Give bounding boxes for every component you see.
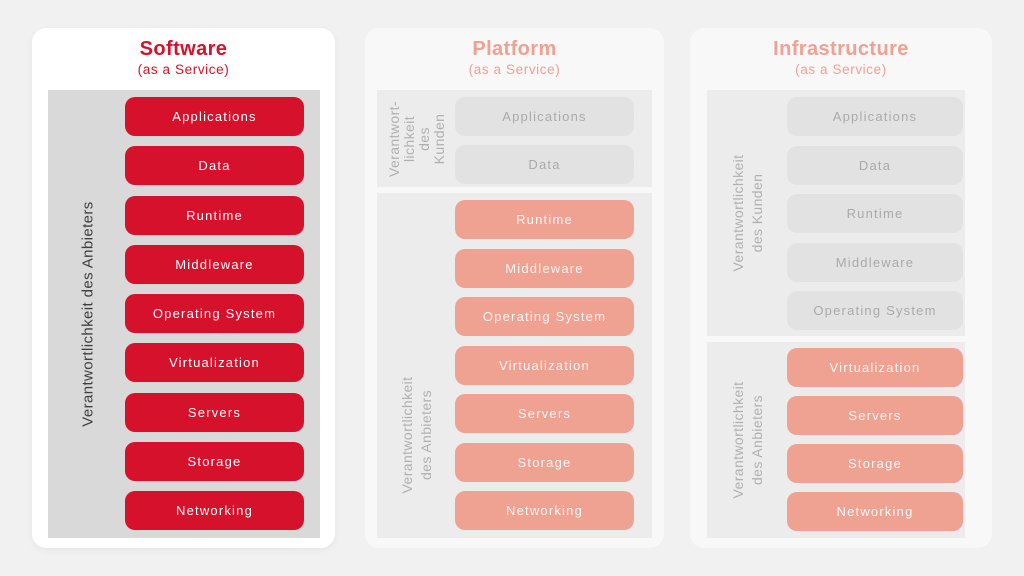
layer-chip: Networking: [455, 491, 634, 530]
layer-chip: Networking: [125, 491, 304, 530]
layer-chip: Virtualization: [455, 345, 634, 385]
layer-chip: Virtualization: [125, 343, 304, 383]
layer-chip: Networking: [787, 492, 963, 531]
column-title-platform: Platform: [472, 38, 557, 60]
layer-chip: Applications: [787, 97, 963, 136]
layer-chip: Data: [455, 145, 634, 184]
paas-customer-panel: Verantwort- lichkeit des Kunden Applicat…: [377, 90, 652, 187]
saas-provider-panel: Verantwortlichkeit des Anbieters Applica…: [48, 90, 320, 538]
layer-chip: Runtime: [787, 194, 963, 233]
iaas-provider-responsibility-label: Verantwortlichkeit des Anbieters: [730, 381, 765, 499]
paas-card: Platform (as a Service) Verantwort- lich…: [365, 28, 664, 548]
layer-chip: Operating System: [787, 291, 963, 330]
layer-chip: Storage: [787, 444, 963, 483]
layer-chip: Virtualization: [787, 348, 963, 387]
iaas-provider-panel: Verantwortlichkeit des Anbieters Virtual…: [707, 342, 965, 538]
layer-chip: Servers: [787, 396, 963, 435]
paas-customer-layer-stack: Applications Data: [455, 90, 634, 187]
layer-chip: Storage: [455, 442, 634, 482]
iaas-customer-layer-stack: Applications Data Runtime Middleware Ope…: [787, 90, 963, 336]
iaas-card: Infrastructure (as a Service) Verantwort…: [690, 28, 992, 548]
layer-chip: Middleware: [455, 248, 634, 288]
layer-chip: Data: [787, 145, 963, 185]
layer-chip: Applications: [455, 97, 634, 136]
layer-chip: Middleware: [125, 244, 304, 284]
layer-chip: Middleware: [787, 242, 963, 282]
layer-chip: Servers: [125, 392, 304, 432]
layer-chip: Servers: [455, 394, 634, 433]
iaas-customer-responsibility-label: Verantwortlichkeit des Kunden: [730, 154, 765, 272]
column-subtitle-platform: (as a Service): [468, 62, 561, 77]
paas-provider-responsibility-label: Verantwortlichkeit des Anbieters: [399, 376, 434, 493]
paas-provider-layer-stack: Runtime Middleware Operating System Virt…: [455, 193, 634, 538]
column-subtitle-software: (as a Service): [137, 62, 230, 77]
column-title-infrastructure: Infrastructure: [773, 38, 909, 60]
layer-chip: Storage: [125, 441, 304, 481]
paas-customer-responsibility-label: Verantwort- lichkeit des Kunden: [386, 100, 447, 177]
column-title-software: Software: [139, 38, 228, 60]
saas-layer-stack: Applications Data Runtime Middleware Ope…: [125, 90, 304, 538]
column-subtitle-infrastructure: (as a Service): [795, 62, 887, 77]
paas-provider-panel: Verantwortlichkeit des Anbieters Runtime…: [377, 193, 652, 538]
layer-chip: Operating System: [125, 294, 304, 333]
iaas-customer-panel: Verantwortlichkeit des Kunden Applicatio…: [707, 90, 965, 336]
saas-provider-responsibility-label: Verantwortlichkeit des Anbieters: [79, 201, 97, 427]
layer-chip: Operating System: [455, 297, 634, 336]
layer-chip: Applications: [125, 97, 304, 136]
saas-card: Software (as a Service) Verantwortlichke…: [32, 28, 335, 548]
layer-chip: Runtime: [125, 195, 304, 235]
iaas-provider-layer-stack: Virtualization Servers Storage Networkin…: [787, 342, 963, 538]
layer-chip: Data: [125, 146, 304, 186]
layer-chip: Runtime: [455, 200, 634, 239]
